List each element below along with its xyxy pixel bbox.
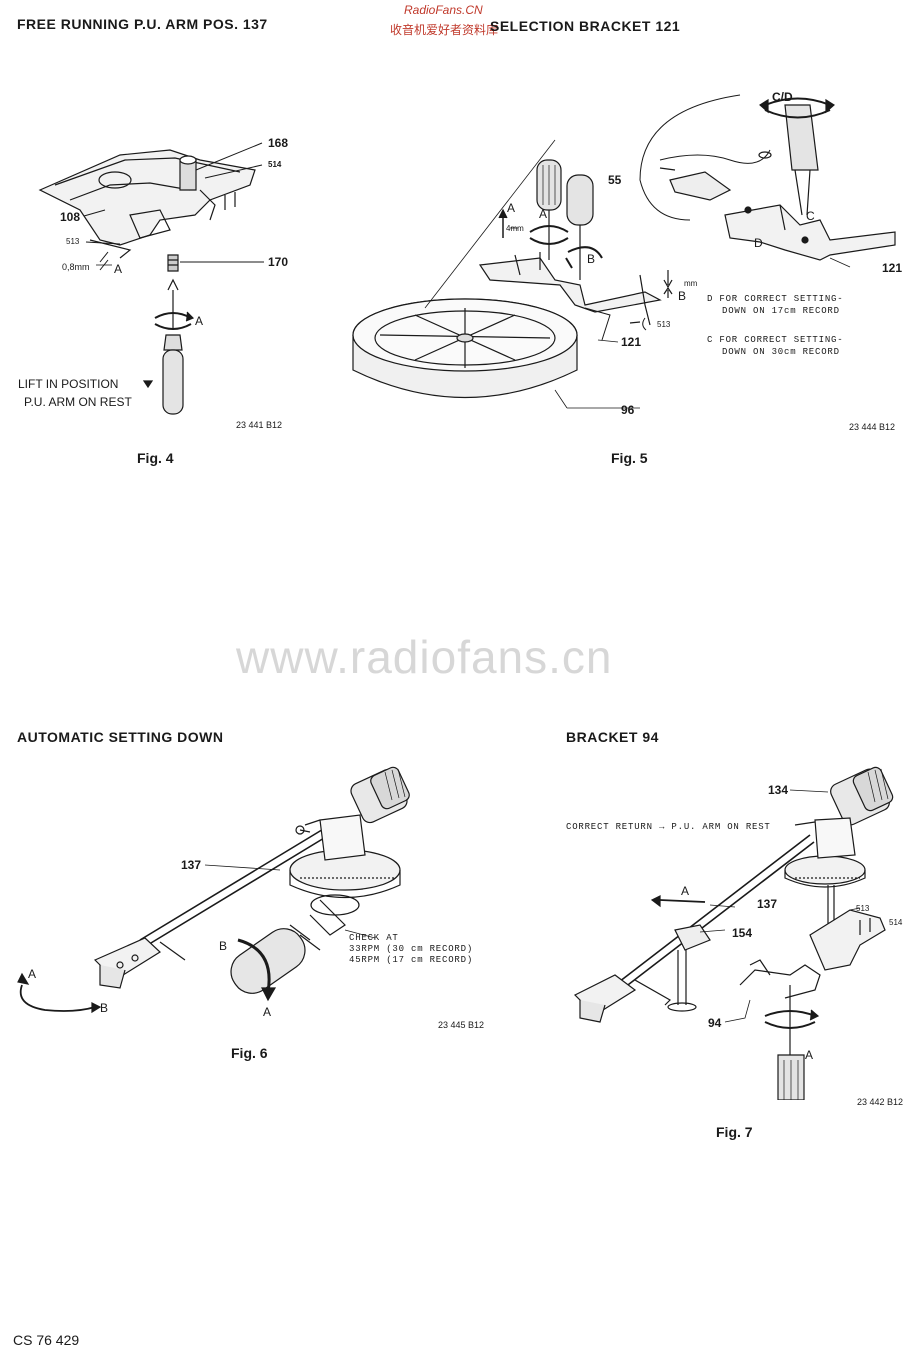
fig5-note-c-line1: C FOR CORRECT SETTING- (707, 335, 844, 345)
fig5-note-d-line2: DOWN ON 17cm RECORD (722, 306, 840, 316)
fig5-code: 23 444 B12 (849, 422, 896, 432)
fig7-label-a-top: A (681, 884, 690, 898)
fig5-callout-55: 55 (608, 173, 622, 187)
fig7-callout-514: 514 (889, 918, 903, 927)
fig5-drawing (340, 80, 920, 440)
fig5-label-d: D (754, 236, 763, 250)
fig5-label-c: C (806, 209, 815, 223)
fig4-callout-514: 514 (268, 160, 282, 169)
fig5-label-b1: B (587, 252, 596, 266)
fig4-note-line1: LIFT IN POSITION (18, 377, 119, 391)
fig7-label-a-bottom: A (805, 1048, 814, 1062)
fig4-callout-168: 168 (268, 136, 289, 150)
fig6-check-line1: CHECK AT (349, 933, 399, 943)
fig4-label-a1: A (114, 262, 123, 276)
fig4-callout-513: 513 (66, 237, 80, 246)
watermark-brand: RadioFans.CN (404, 3, 483, 17)
fig7-callout-513: 513 (856, 904, 870, 913)
fig5-note-d-line1: D FOR CORRECT SETTING- (707, 294, 844, 304)
fig6-check-line3: 45RPM (17 cm RECORD) (349, 955, 474, 965)
fig5-callout-121-right: 121 (882, 261, 903, 275)
fig5-label-mm2: mm (684, 279, 698, 288)
fig5-label-mm: 4mm (506, 224, 524, 233)
fig4-callout-170: 170 (268, 255, 289, 269)
fig6-code: 23 445 B12 (438, 1020, 485, 1030)
fig5-note-c-line2: DOWN ON 30cm RECORD (722, 347, 840, 357)
fig6-label-a-bottom: A (263, 1005, 272, 1019)
fig7-title: BRACKET 94 (566, 729, 659, 745)
fig7-drawing (560, 760, 920, 1100)
doc-number: CS 76 429 (13, 1332, 80, 1348)
fig5-caption: Fig. 5 (611, 450, 648, 466)
fig7-callout-134: 134 (768, 783, 789, 797)
fig6-label-b-left: B (100, 1001, 109, 1015)
fig5-callout-121: 121 (621, 335, 642, 349)
fig7-callout-154: 154 (732, 926, 753, 940)
fig7-note: CORRECT RETURN → P.U. ARM ON REST (566, 822, 771, 832)
fig6-title: AUTOMATIC SETTING DOWN (17, 729, 224, 745)
fig6-caption: Fig. 6 (231, 1045, 268, 1061)
fig5-label-b2: B (678, 289, 687, 303)
fig5-callout-cd: C/D (772, 90, 793, 104)
fig6-label-b-top: B (219, 939, 228, 953)
fig6-drawing (0, 760, 480, 1020)
fig4-gap-label: 0,8mm (62, 262, 90, 272)
fig4-title: FREE RUNNING P.U. ARM POS. 137 (17, 16, 268, 32)
fig7-callout-137: 137 (757, 897, 778, 911)
fig4-drawing (0, 0, 460, 440)
fig6-check-line2: 33RPM (30 cm RECORD) (349, 944, 474, 954)
fig4-callout-108: 108 (60, 210, 81, 224)
fig5-callout-513: 513 (657, 320, 671, 329)
fig4-caption: Fig. 4 (137, 450, 174, 466)
fig7-caption: Fig. 7 (716, 1124, 753, 1140)
watermark-brand-cn: 收音机爱好者资料库 (390, 23, 499, 37)
fig6-label-a-left: A (28, 967, 37, 981)
fig6-callout-137: 137 (181, 858, 202, 872)
fig7-callout-94: 94 (708, 1016, 722, 1030)
fig4-label-a2: A (195, 314, 204, 328)
fig5-callout-96: 96 (621, 403, 635, 417)
fig4-code: 23 441 B12 (236, 420, 283, 430)
fig5-label-a2: A (539, 207, 548, 221)
watermark-site: www.radiofans.cn (236, 631, 613, 683)
fig4-note-line2: P.U. ARM ON REST (24, 395, 132, 409)
fig5-label-a1: A (507, 201, 516, 215)
fig7-code: 23 442 B12 (857, 1097, 904, 1107)
fig5-title: SELECTION BRACKET 121 (490, 18, 681, 34)
